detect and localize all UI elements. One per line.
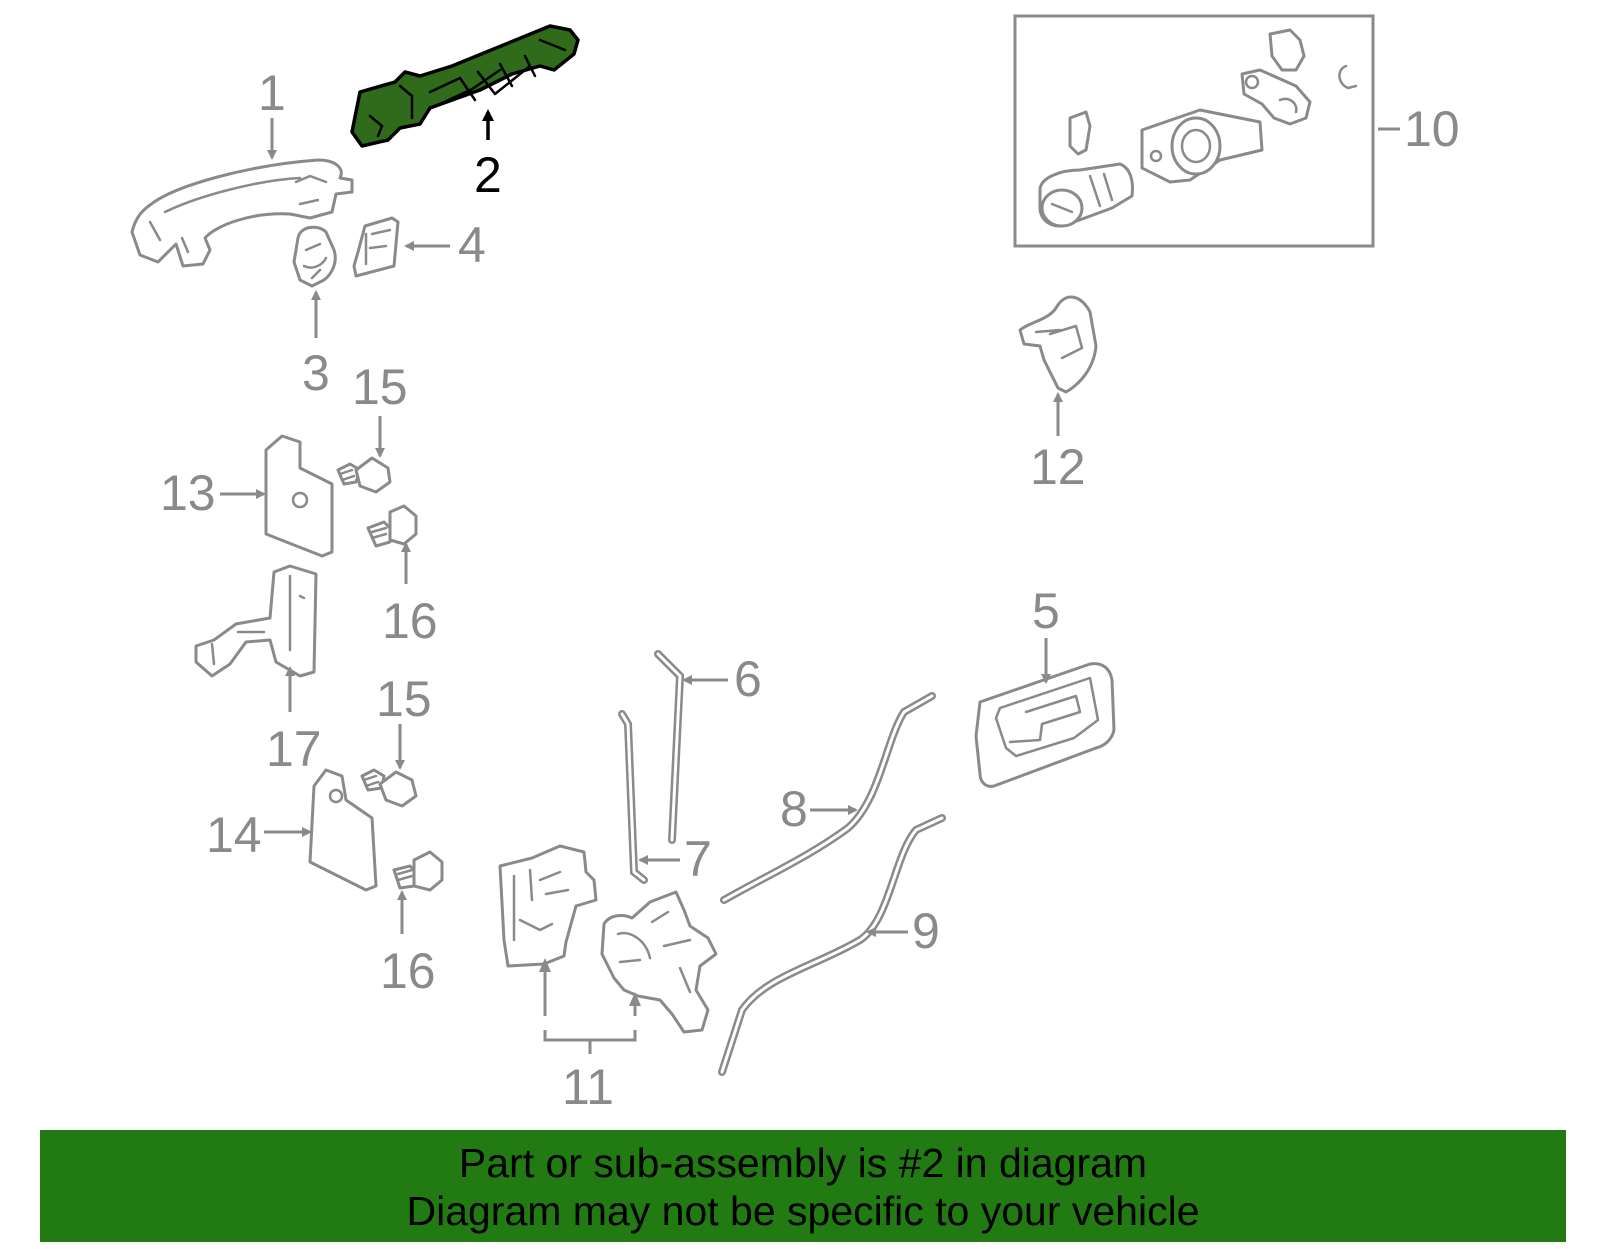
info-banner: Part or sub-assembly is #2 in diagram Di…	[40, 1130, 1566, 1242]
callout-2: 2	[474, 147, 502, 203]
callout-15-top: 15	[352, 359, 408, 415]
outer-door-handle-part-1	[130, 158, 354, 268]
callout-13: 13	[160, 465, 216, 521]
callout-4: 4	[458, 217, 486, 273]
bolt-part-15a	[336, 456, 392, 494]
banner-disclaimer: Diagram may not be specific to your vehi…	[406, 1188, 1200, 1234]
striker-part-12	[1018, 295, 1098, 394]
callout-numbers: 1 2 3 4 5 6 7 8 9 10 11 12 13 14 15 15 1…	[160, 65, 1460, 1115]
bracket-part-13	[264, 434, 334, 558]
gasket-part-4	[352, 216, 400, 278]
callout-8: 8	[780, 781, 808, 837]
callout-10: 10	[1404, 101, 1460, 157]
callout-1: 1	[258, 65, 286, 121]
lock-bracket-part-17	[194, 564, 318, 678]
handle-cap-part-3	[292, 225, 337, 288]
callout-6: 6	[734, 651, 762, 707]
cable-part-9	[718, 814, 946, 1076]
lock-rod-part-7	[618, 710, 648, 884]
cable-part-8	[720, 692, 936, 904]
callout-3: 3	[302, 345, 330, 401]
screw-part-16b	[392, 850, 444, 892]
callout-16-top: 16	[382, 593, 438, 649]
callout-12: 12	[1030, 439, 1086, 495]
banner-part-note: Part or sub-assembly is #2 in diagram	[458, 1140, 1148, 1186]
lock-rod-part-6	[654, 650, 685, 844]
callout-9: 9	[912, 903, 940, 959]
inside-handle-part-5	[974, 662, 1116, 788]
callout-17: 17	[266, 721, 322, 777]
callout-16-bottom: 16	[380, 943, 436, 999]
lock-cylinder-kit-part-10	[1013, 14, 1400, 248]
bracket-part-14	[308, 768, 378, 892]
callout-5: 5	[1032, 583, 1060, 639]
screw-part-16a	[366, 504, 418, 548]
callout-7: 7	[684, 831, 712, 887]
callout-11: 11	[562, 1059, 614, 1115]
callout-15-bottom: 15	[376, 671, 432, 727]
callout-14: 14	[206, 807, 262, 863]
lock-actuator-part-11-left	[498, 844, 598, 968]
handle-reinforcement-part-2	[350, 24, 580, 148]
leader-lines	[220, 109, 1063, 1054]
bolt-part-15b	[360, 768, 418, 808]
lock-actuator-part-11-right	[600, 890, 718, 1034]
